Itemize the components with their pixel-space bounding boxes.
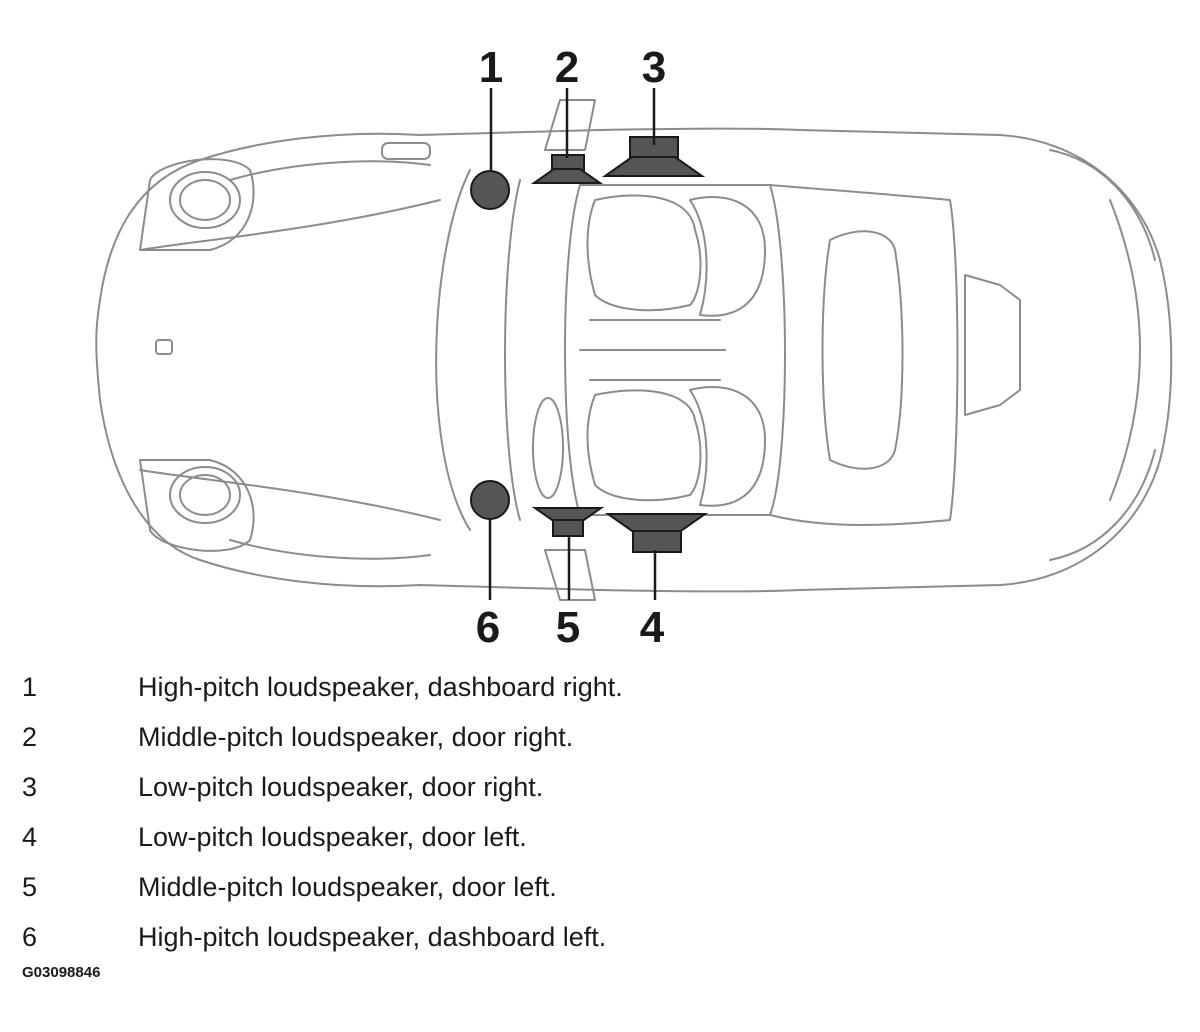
legend-number: 2 <box>22 722 38 752</box>
callout-4: 4 <box>640 603 665 652</box>
front-emblem <box>155 339 173 355</box>
rear-tail <box>1109 199 1141 501</box>
callout-5: 5 <box>556 603 580 652</box>
headlight-housing-right <box>139 158 255 251</box>
legend-item: 2 Middle-pitch loudspeaker, door right. <box>0 714 1200 764</box>
callout-2: 2 <box>555 43 579 92</box>
legend-text: Middle-pitch loudspeaker, door right. <box>138 722 574 752</box>
callouts: 1 2 3 4 5 6 <box>476 43 666 652</box>
legend-number: 6 <box>22 922 38 952</box>
legend-number: 5 <box>22 872 38 902</box>
legend-text: Low-pitch loudspeaker, door right. <box>138 772 544 802</box>
mirror-left <box>544 549 596 601</box>
speaker-1-high-pitch-right <box>470 170 510 210</box>
callout-6: 6 <box>476 603 500 652</box>
headlight-housing-left <box>139 459 255 552</box>
rear-deck <box>769 184 959 526</box>
hood-ridge-upper <box>139 199 441 251</box>
mirror-right <box>544 99 596 151</box>
legend-number: 1 <box>22 672 38 702</box>
headlight-left <box>169 466 241 524</box>
seat-right-cushion <box>586 194 702 312</box>
speaker-2-middle-pitch-right <box>530 154 604 184</box>
speaker-4-low-pitch-left <box>604 513 709 553</box>
legend-item: 6 High-pitch loudspeaker, dashboard left… <box>0 914 1200 964</box>
center-console <box>579 319 726 381</box>
car-body-outline <box>95 127 1173 593</box>
legend-item: 5 Middle-pitch loudspeaker, door left. <box>0 864 1200 914</box>
rear-fender-right <box>1049 149 1156 261</box>
legend-item: 3 Low-pitch loudspeaker, door right. <box>0 764 1200 814</box>
figure-code: G03098846 <box>22 964 101 981</box>
speakers <box>470 136 709 553</box>
car-speaker-diagram: 1 2 3 4 5 6 <box>95 43 1173 652</box>
rear-fender-left <box>1049 449 1156 561</box>
callout-3: 3 <box>642 43 666 92</box>
legend-text: High-pitch loudspeaker, dashboard right. <box>138 672 623 702</box>
hood-vent <box>381 142 431 160</box>
headlight-right <box>169 171 241 229</box>
seat-left-back <box>689 386 766 507</box>
car-outline <box>95 99 1173 601</box>
legend-number: 4 <box>22 822 38 852</box>
speaker-5-middle-pitch-left <box>531 507 605 537</box>
car-body-inner <box>229 160 431 560</box>
rear-window <box>821 230 904 470</box>
legend-item: 1 High-pitch loudspeaker, dashboard righ… <box>0 664 1200 714</box>
leader-lines <box>488 88 657 600</box>
speaker-6-high-pitch-left <box>470 480 510 520</box>
legend-item: 4 Low-pitch loudspeaker, door left. <box>0 814 1200 864</box>
windshield-frame <box>435 169 521 531</box>
headlight-left-inner <box>179 474 231 516</box>
headlight-right-inner <box>179 179 231 221</box>
legend-text: High-pitch loudspeaker, dashboard left. <box>138 922 607 952</box>
legend-text: Low-pitch loudspeaker, door left. <box>138 822 527 852</box>
speaker-3-low-pitch-right <box>601 136 706 177</box>
seat-right-back <box>689 196 766 317</box>
legend-text: Middle-pitch loudspeaker, door left. <box>138 872 557 902</box>
seat-left-cushion <box>586 389 702 502</box>
rear-spoiler <box>964 274 1021 416</box>
callout-1: 1 <box>479 43 503 92</box>
legend-number: 3 <box>22 772 38 802</box>
hood-ridge-lower <box>139 469 441 521</box>
steering-wheel <box>532 397 564 499</box>
